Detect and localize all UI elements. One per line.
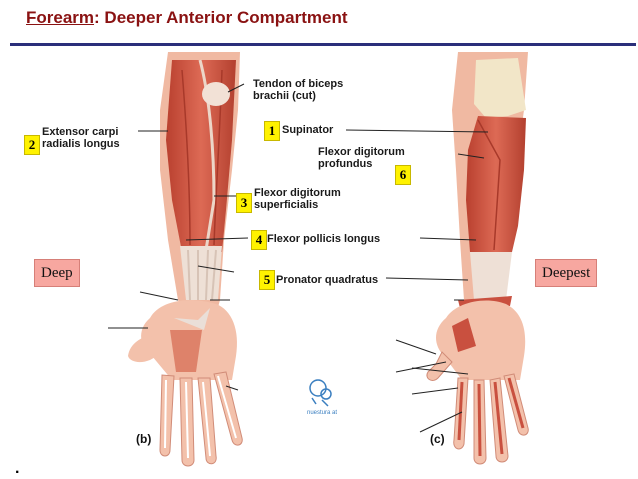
label-pq: Pronator quadratus (276, 274, 379, 286)
logo-icon (309, 379, 332, 407)
watermark-logo: nuestura at (292, 374, 352, 420)
badge-2: 2 (24, 135, 40, 155)
badge-6: 6 (395, 165, 411, 185)
logo-caption: nuestura at (306, 410, 338, 416)
panel-label-c: (c) (430, 432, 445, 446)
title-rest: : Deeper Anterior Compartment (94, 8, 348, 27)
left-forearm-b (128, 52, 243, 467)
footer-dot: . (15, 460, 20, 477)
page-title: Forearm: Deeper Anterior Compartment (26, 8, 348, 28)
panel-label-b: (b) (136, 432, 152, 446)
title-main: Forearm (26, 8, 95, 27)
tag-deep: Deep (34, 259, 80, 287)
right-forearm-c (426, 52, 529, 465)
title-divider (10, 43, 636, 46)
badge-1: 1 (264, 121, 280, 141)
badge-5: 5 (259, 270, 275, 290)
label-supinator: Supinator (282, 124, 334, 136)
badge-4: 4 (251, 230, 267, 250)
label-fpl: Flexor pollicis longus (267, 233, 381, 245)
badge-3: 3 (236, 193, 252, 213)
tag-deepest: Deepest (535, 259, 598, 287)
